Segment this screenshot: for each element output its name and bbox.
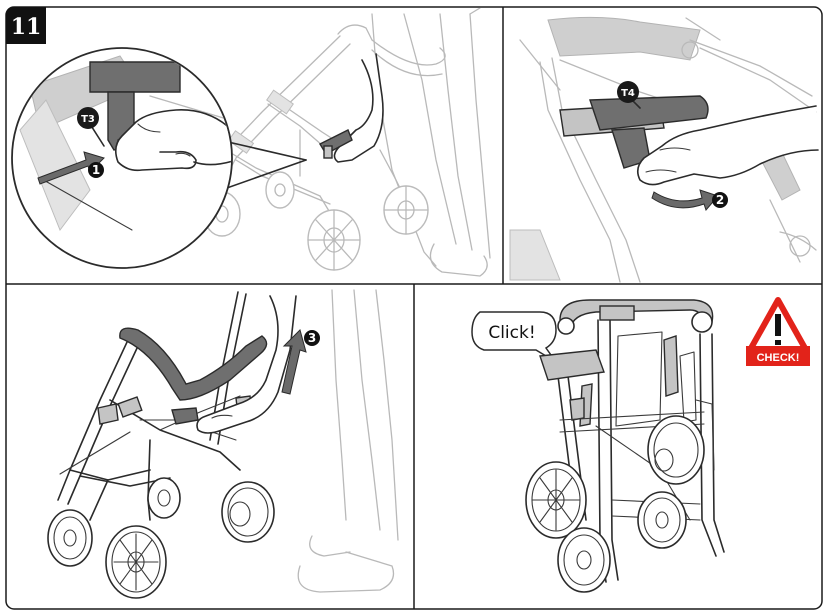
magnifier-callout [12, 48, 306, 268]
panel-bottom-left: 3 [48, 290, 398, 598]
arrow-number: 3 [308, 331, 316, 345]
wheels [48, 478, 274, 598]
panel-bottom-right: Click! [472, 300, 810, 592]
warning-triangle-icon: CHECK! [746, 300, 810, 366]
warning-label: CHECK! [757, 352, 800, 364]
panel-top-left: T3 1 [12, 8, 490, 276]
callout-tag-label: T4 [621, 88, 635, 99]
arrow-number: 2 [716, 193, 724, 207]
wheels [526, 416, 704, 592]
hand-right-small [320, 54, 383, 162]
ghost-wheels [204, 172, 428, 270]
step-number: 11 [11, 14, 42, 40]
person-legs-ghost [372, 8, 490, 276]
callout-tag-label: T3 [81, 114, 95, 125]
arrow-number: 1 [92, 163, 100, 177]
speech-bubble-icon: Click! [472, 312, 556, 362]
speech-bubble-text: Click! [488, 323, 535, 343]
panel-top-right: T4 2 [510, 17, 818, 282]
step-badge: 11 [6, 7, 46, 44]
arrow-icon: 2 [652, 190, 728, 210]
